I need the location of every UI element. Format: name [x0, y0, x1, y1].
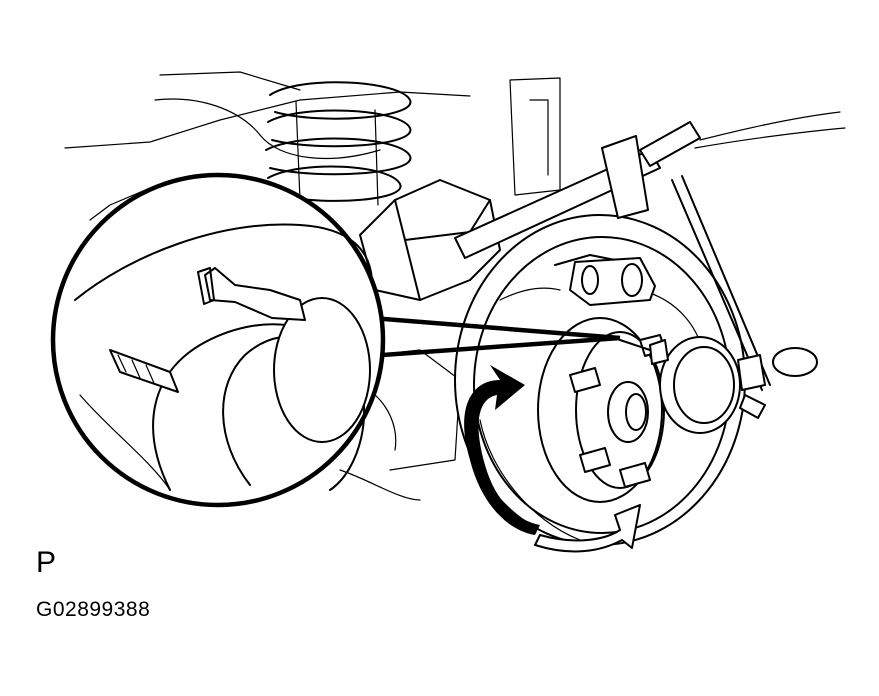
- dial-indicator: [454, 121, 818, 434]
- zoom-callout-leader: [367, 315, 621, 359]
- coil-spring: [265, 81, 412, 206]
- view-label: P: [36, 546, 57, 579]
- rotation-arrows: [464, 365, 641, 553]
- wheel-cylinder: [569, 257, 656, 306]
- bracket-block: [359, 179, 501, 301]
- figure-code: G02899388: [36, 598, 151, 621]
- magnified-detail: [50, 172, 386, 508]
- axle-hub: [537, 317, 666, 503]
